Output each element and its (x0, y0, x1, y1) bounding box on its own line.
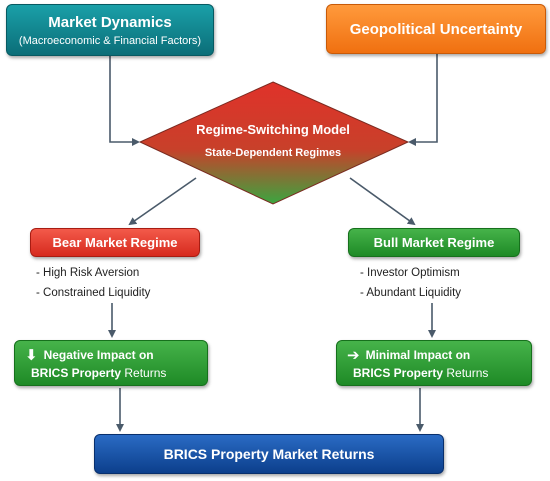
bear-characteristics: - High Risk Aversion - Constrained Liqui… (36, 263, 150, 303)
bear-regime-title: Bear Market Regime (52, 235, 178, 250)
regime-model-label: Regime-Switching Model State-Dependent R… (140, 122, 406, 159)
bull-item: - Abundant Liquidity (360, 287, 462, 299)
arrow-right-icon: ➔ (347, 347, 360, 364)
negative-impact-box: ⬇ Negative Impact on BRICS Property Retu… (14, 340, 208, 386)
bear-item: - High Risk Aversion (36, 267, 140, 279)
regime-model-subtitle: State-Dependent Regimes (204, 147, 342, 159)
regime-model-title: Regime-Switching Model (196, 122, 350, 137)
bull-characteristics: - Investor Optimism - Abundant Liquidity (360, 263, 461, 303)
geopolitical-uncertainty-box: Geopolitical Uncertainty (326, 4, 546, 54)
negative-impact-line2: BRICS Property Returns (31, 366, 166, 380)
brics-returns-box: BRICS Property Market Returns (94, 434, 444, 474)
connector-model-to-bull (349, 177, 416, 226)
market-dynamics-title: Market Dynamics (48, 13, 172, 31)
bull-regime-title: Bull Market Regime (373, 235, 495, 250)
connector-market-to-model (109, 56, 140, 146)
regime-model-diamond (138, 81, 410, 205)
negative-impact-subject: BRICS Property (31, 366, 122, 380)
bull-item: - Investor Optimism (360, 267, 460, 279)
minimal-impact-text: Minimal Impact on (365, 348, 471, 362)
minimal-impact-line2: BRICS Property Returns (353, 366, 488, 380)
negative-impact-line1: ⬇ Negative Impact on (25, 346, 154, 364)
negative-impact-rest: Returns (121, 366, 167, 380)
connector-model-to-bear (128, 177, 197, 226)
minimal-impact-rest: Returns (443, 366, 489, 380)
bear-item: - Constrained Liquidity (36, 287, 151, 299)
connector-geo-to-model (408, 54, 438, 146)
arrow-down-icon: ⬇ (25, 347, 38, 364)
brics-returns-title: BRICS Property Market Returns (163, 446, 375, 462)
bull-regime-box: Bull Market Regime (348, 228, 520, 257)
bear-regime-box: Bear Market Regime (30, 228, 200, 257)
market-dynamics-box: Market Dynamics (Macroeconomic & Financi… (6, 4, 214, 56)
minimal-impact-subject: BRICS Property (353, 366, 444, 380)
minimal-impact-box: ➔ Minimal Impact on BRICS Property Retur… (336, 340, 532, 386)
negative-impact-text: Negative Impact on (43, 348, 154, 362)
minimal-impact-line1: ➔ Minimal Impact on (347, 346, 471, 364)
geopolitical-uncertainty-title: Geopolitical Uncertainty (349, 20, 523, 38)
market-dynamics-subtitle: (Macroeconomic & Financial Factors) (18, 34, 202, 47)
